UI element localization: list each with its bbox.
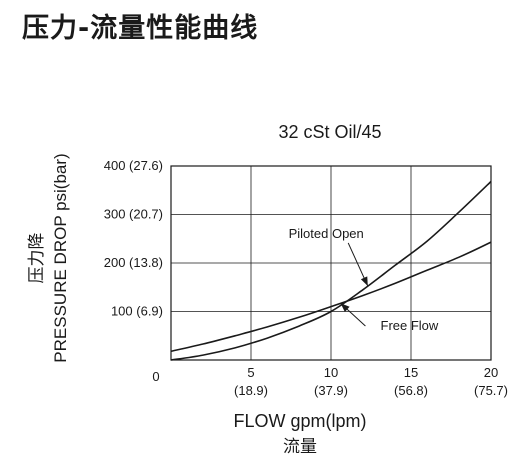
- annotation-label-1: Free Flow: [381, 318, 439, 333]
- x-tick-label-1: 5: [247, 365, 254, 380]
- x-tick-sublabel-4: (75.7): [474, 383, 508, 398]
- series-line-0: [170, 180, 492, 361]
- x-tick-sublabel-3: (56.8): [394, 383, 428, 398]
- plot-frame: [170, 165, 492, 361]
- chart-title: 32 cSt Oil/45: [278, 122, 381, 142]
- tick-labels: 0 5 (18.9) 10 (37.9) 15 (56.8) 20 (75.7) 100 (6.9…: [104, 158, 508, 398]
- annotation-arrowhead-1: [340, 303, 350, 312]
- x-tick-label-2: 10: [324, 365, 338, 380]
- x-tick-sublabel-1: (18.9): [234, 383, 268, 398]
- y-tick-label-3: 400 (27.6): [104, 158, 163, 173]
- x-tick-sublabel-2: (37.9): [314, 383, 348, 398]
- x-tick-label-3: 15: [404, 365, 418, 380]
- y-tick-label-1: 200 (13.8): [104, 255, 163, 270]
- annotation-label-0: Piloted Open: [289, 226, 364, 241]
- x-tick-label-0: 0: [152, 369, 159, 384]
- annotation-arrowhead-0: [360, 276, 368, 287]
- page-heading: 压力-流量性能曲线: [22, 13, 259, 44]
- series-line-1: [170, 241, 492, 353]
- x-axis-label-cn: 流量: [283, 437, 317, 457]
- series-lines: [170, 180, 492, 361]
- y-axis-label: PRESSURE DROP psi(bar): [51, 153, 70, 362]
- x-axis-label: FLOW gpm(lpm): [233, 411, 366, 431]
- x-tick-label-4: 20: [484, 365, 498, 380]
- y-axis-label-cn: 压力降: [27, 233, 47, 284]
- y-tick-label-0: 100 (6.9): [111, 304, 163, 319]
- y-tick-label-2: 300 (20.7): [104, 207, 163, 222]
